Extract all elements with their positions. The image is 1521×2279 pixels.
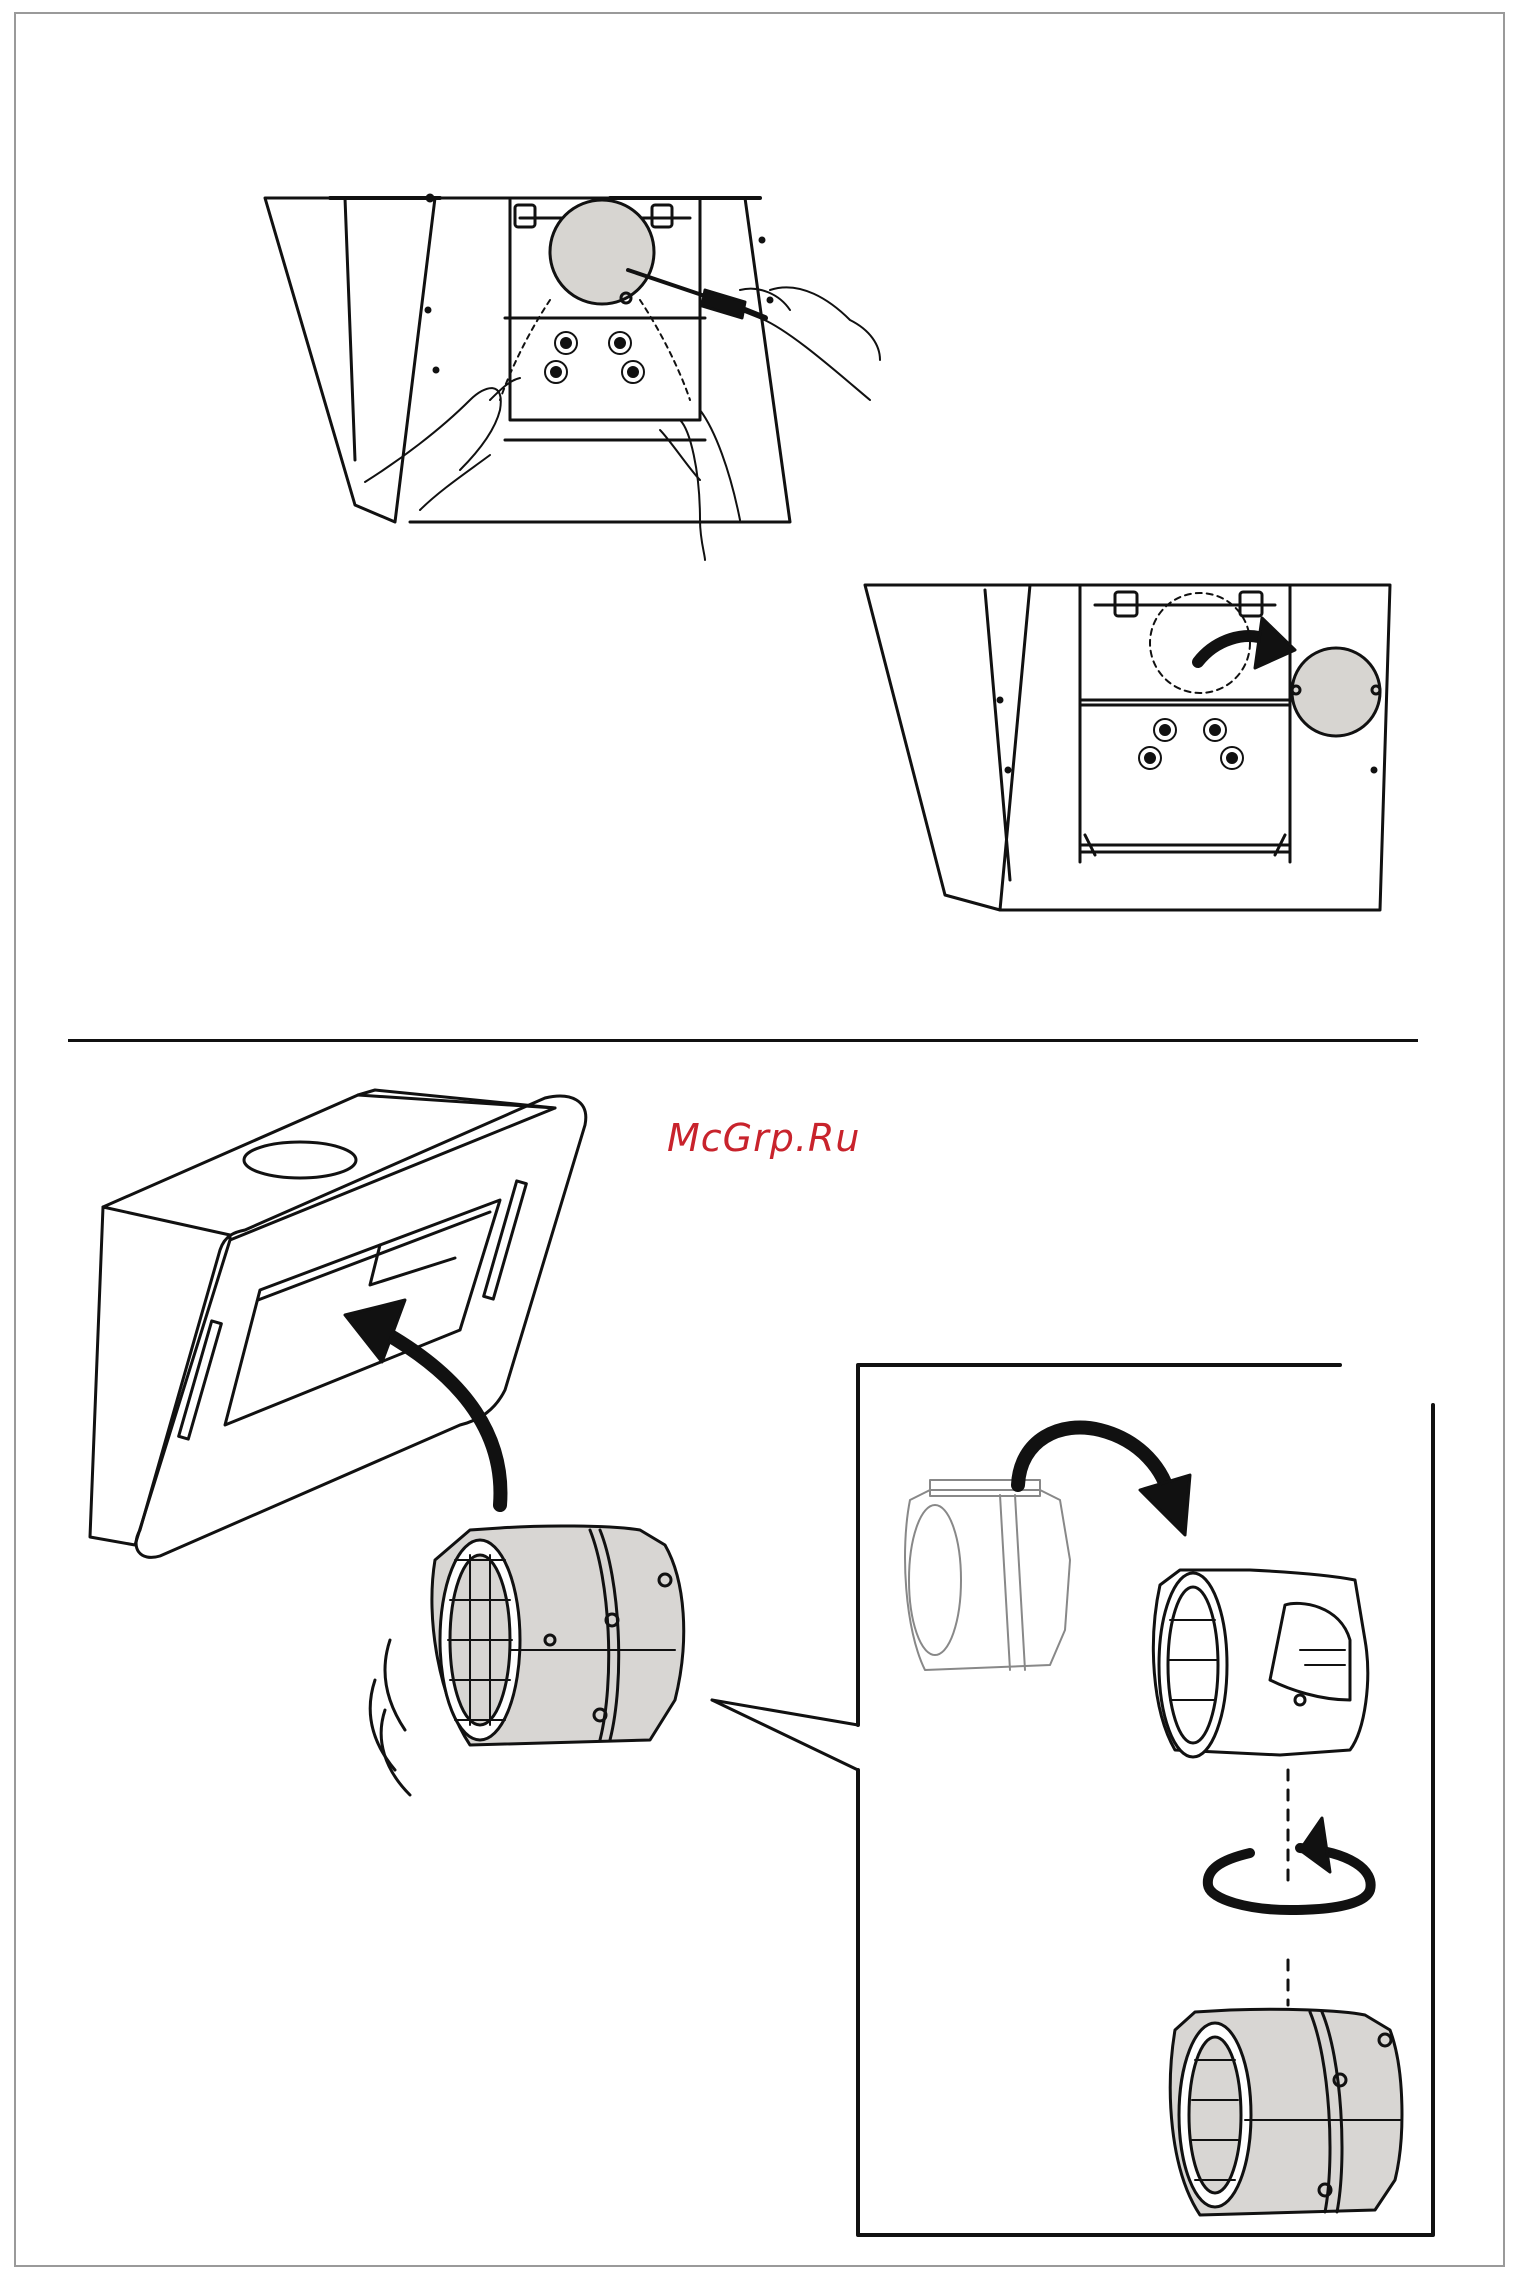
step1-knobs-icon [545,332,644,383]
detail-motor-ghost-icon [905,1480,1070,1670]
detail-flip-arrow-icon [1018,1427,1190,1535]
detail-motor-final-icon [1170,2009,1402,2215]
step2-curved-arrow-icon [1198,618,1295,668]
step2-hood-panel-icon [865,585,1390,910]
step3-curved-arrow-icon [345,1300,500,1505]
step3-hood-icon [90,1090,586,1557]
step1-filter-disc-icon [550,200,654,304]
watermark-text: McGrp.Ru [667,1116,860,1160]
step3-motor-icon [432,1526,684,1745]
step1-hands-icon [365,287,880,560]
step1-screwdriver-icon [628,270,765,318]
step2-knobs-icon [1139,719,1243,769]
step1-hood-panel-icon [265,195,790,522]
vibration-lines-icon [370,1640,410,1795]
step2-filter-disc-icon [1292,648,1380,736]
detail-motor-rotated-icon [1153,1570,1367,1757]
callout-pointer-icon [712,1700,858,1770]
section-divider [68,1039,1418,1042]
